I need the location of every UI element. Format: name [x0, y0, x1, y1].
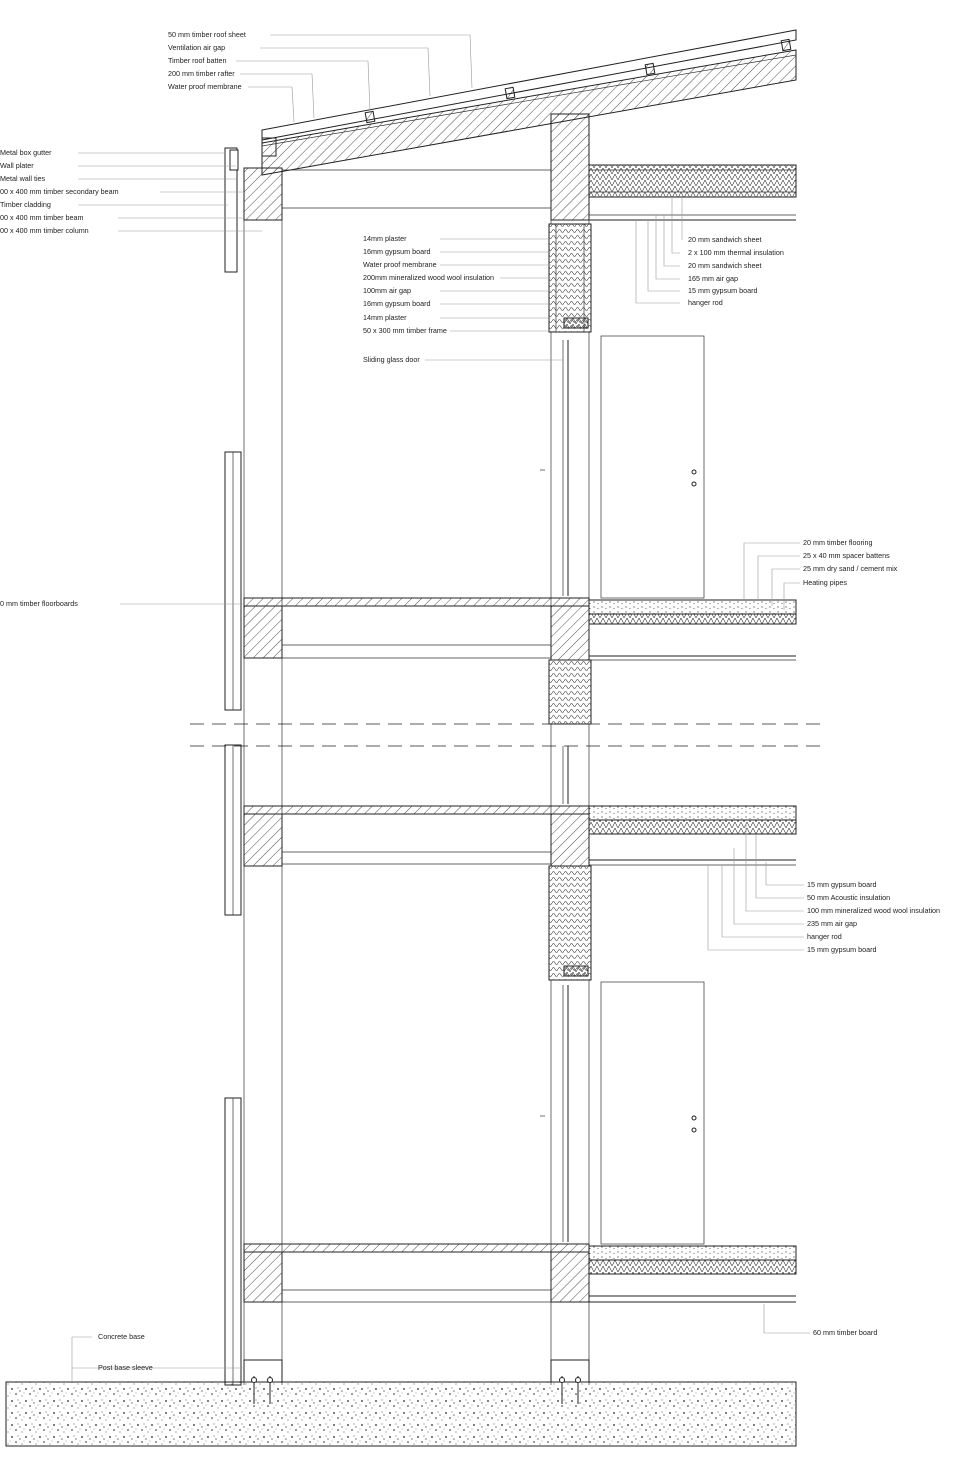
label-battens: 25 x 40 mm spacer battens — [803, 551, 890, 560]
break-lines — [190, 723, 822, 747]
label-timber-column: 00 x 400 mm timber column — [0, 226, 89, 235]
bottom-right-labels: 60 mm timber board — [813, 1328, 877, 1337]
roof-ceiling — [588, 164, 797, 221]
wall-labels: 14mm plaster 16mm gypsum board Water pro… — [363, 234, 494, 364]
label-roof-hanger: hanger rod — [688, 298, 723, 307]
leader-lines — [71, 34, 810, 1382]
label-post-sleeve: Post base sleeve — [98, 1363, 153, 1372]
label-roof-batten: Timber roof batten — [168, 56, 226, 65]
label-floorboards: 0 mm timber floorboards — [0, 599, 78, 608]
label-sliding-door: Sliding glass door — [363, 355, 420, 364]
upper-wall-insulation — [548, 223, 592, 333]
roof-beam-left — [243, 167, 283, 221]
label-pipes: Heating pipes — [803, 578, 847, 587]
label-ceiling-air-gap: 235 mm air gap — [807, 919, 857, 928]
label-sandwich-2: 20 mm sandwich sheet — [688, 261, 762, 270]
label-ceiling-hanger: hanger rod — [807, 932, 842, 941]
label-wall-plater: Wall plater — [0, 161, 34, 170]
label-rafter: 200 mm timber rafter — [168, 69, 235, 78]
ceiling-right-labels: 15 mm gypsum board 50 mm Acoustic insula… — [807, 880, 940, 954]
label-ceiling-gypsum-2: 15 mm gypsum board — [807, 945, 877, 954]
label-roof-sheet: 50 mm timber roof sheet — [168, 30, 246, 39]
label-flooring: 20 mm timber flooring — [803, 538, 873, 547]
label-ceiling-gypsum-1: 15 mm gypsum board — [807, 880, 877, 889]
right-column — [550, 220, 590, 1385]
label-timber-beam: 00 x 400 mm timber beam — [0, 213, 84, 222]
label-wall-plaster-1: 14mm plaster — [363, 234, 407, 243]
label-gutter: Metal box gutter — [0, 148, 52, 157]
left-column — [224, 220, 283, 1386]
roof-right-labels: 20 mm sandwich sheet 2 x 100 mm thermal … — [688, 235, 784, 307]
label-wall-air-gap: 100mm air gap — [363, 286, 411, 295]
sliding-door-lower — [540, 981, 705, 1245]
box-gutter — [224, 137, 277, 273]
label-wall-wool: 200mm mineralized wood wool insulation — [363, 273, 494, 282]
concrete-foundation — [5, 1359, 797, 1447]
ground-floor — [243, 1243, 797, 1303]
label-sandwich-1: 20 mm sandwich sheet — [688, 235, 762, 244]
label-wall-membrane: Water proof membrane — [363, 260, 437, 269]
label-wall-plaster-2: 14mm plaster — [363, 313, 407, 322]
label-sand: 25 mm dry sand / cement mix — [803, 564, 898, 573]
label-concrete-base: Concrete base — [98, 1332, 145, 1341]
label-ceiling-wool: 100 mm mineralized wood wool insulation — [807, 906, 940, 915]
roof-labels: 50 mm timber roof sheet Ventilation air … — [168, 30, 246, 91]
label-wall-gypsum-2: 16mm gypsum board — [363, 299, 431, 308]
floor-right-labels: 20 mm timber flooring 25 x 40 mm spacer … — [803, 538, 898, 587]
label-acoustic: 50 mm Acoustic insulation — [807, 893, 890, 902]
label-wall-ties: Metal wall ties — [0, 174, 46, 183]
label-cladding: Timber cladding — [0, 200, 51, 209]
roof-assembly — [261, 29, 797, 176]
label-ventilation-gap: Ventilation air gap — [168, 43, 225, 52]
sliding-door-upper — [540, 335, 705, 599]
label-timber-board: 60 mm timber board — [813, 1328, 877, 1337]
label-thermal: 2 x 100 mm thermal insulation — [688, 248, 784, 257]
label-roof-air-gap: 165 mm air gap — [688, 274, 738, 283]
floor-level-2 — [243, 746, 797, 981]
label-roof-membrane: Water proof membrane — [168, 82, 242, 91]
label-secondary-beam: 00 x 400 mm timber secondary beam — [0, 187, 119, 196]
floor-level-1 — [243, 597, 797, 725]
left-labels: Metal box gutter Wall plater Metal wall … — [0, 148, 153, 1372]
label-wall-frame: 50 x 300 mm timber frame — [363, 326, 447, 335]
label-wall-gypsum-1: 16mm gypsum board — [363, 247, 431, 256]
roof-beam-right — [550, 113, 590, 221]
label-roof-gypsum: 15 mm gypsum board — [688, 286, 758, 295]
